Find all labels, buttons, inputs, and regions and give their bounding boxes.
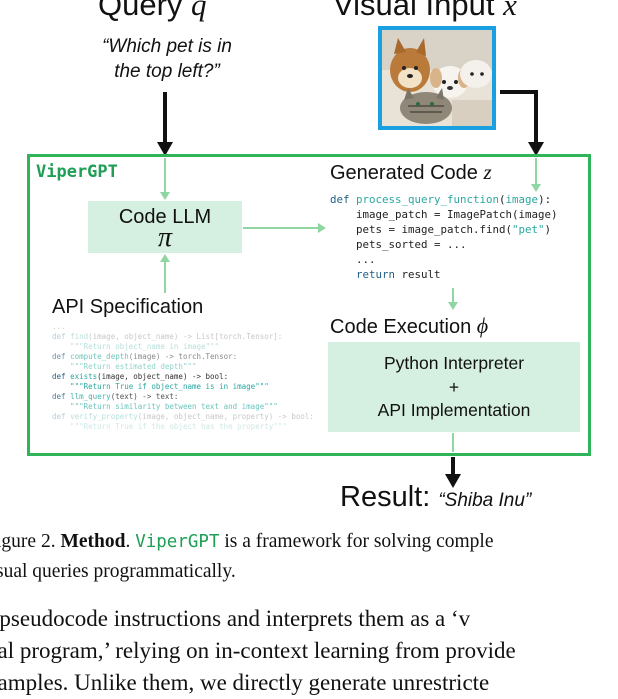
query-heading: Query q [98, 0, 207, 22]
framework-title: ViperGPT [36, 162, 118, 182]
code-line-3: pets = image_patch.find("pet") [330, 223, 552, 236]
api-spec-line: """Return True if object_name is in imag… [52, 382, 269, 391]
body-paragraph: f pseudocode instructions and interprets… [0, 606, 516, 695]
api-spec-line: def compute_depth(image) -> torch.Tensor… [52, 352, 238, 361]
vipergpt-frame [27, 154, 591, 456]
generated-code-block: def process_query_function(image): image… [330, 192, 558, 282]
generated-code-title: Generated Code z [330, 160, 492, 184]
api-spec-line: def exists(image, object_name) -> bool: [52, 372, 229, 381]
pets-illustration [382, 30, 492, 126]
code-llm-label: Code LLM [118, 206, 212, 228]
llm-to-code-arrowhead [318, 223, 326, 233]
code-line-5: ... [330, 253, 376, 266]
api-spec-line: """Return estimated depth""" [52, 362, 197, 371]
interpreter-text: Python Interpreter + API Implementation [377, 353, 531, 420]
api-spec-line: """Return similarity between text and im… [52, 402, 278, 411]
api-spec-title: API Specification [52, 296, 204, 318]
api-spec-line: def verify_property(image, object_name, … [52, 412, 314, 421]
image-arrow-black [500, 90, 538, 146]
query-arrowhead-green [160, 192, 170, 200]
interpreter-box [328, 342, 580, 432]
code-llm-box [88, 201, 242, 253]
figure-caption: igure 2. Method. ViperGPT is a framework… [0, 531, 494, 582]
api-spec-line: """Return True if the object has the pro… [52, 422, 287, 431]
query-arrowhead [157, 142, 173, 156]
api-spec-line: """Return object_name in image""" [52, 342, 220, 351]
query-text: “Which pet is in the top left?” [102, 36, 232, 82]
code-line-2: image_patch = ImagePatch(image) [330, 208, 558, 221]
result-answer: “Shiba Inu” [438, 490, 532, 511]
code-line-6: return result [356, 268, 441, 281]
result-line: Result: “Shiba Inu” [340, 481, 532, 513]
code-execution-title: Code Execution ϕ [330, 313, 489, 338]
pets-photo [378, 26, 496, 130]
visual-input-heading: Visual Input x [333, 0, 517, 22]
api-arrowhead-green [160, 254, 170, 262]
api-spec-code: ...def find(image, object_name) -> List[… [52, 322, 314, 432]
api-spec-line: def find(image, object_name) -> List[tor… [52, 332, 283, 341]
api-spec-line: def llm_query(text) -> text: [52, 392, 179, 401]
code-llm-symbol: π [157, 222, 173, 253]
code-line-4: pets_sorted = ... [330, 238, 467, 251]
code-line-1: def process_query_function(image): [330, 193, 552, 206]
image-arrowhead [528, 142, 544, 156]
result-arrowhead [445, 474, 461, 488]
api-spec-line: ... [52, 322, 66, 331]
image-arrowhead-green [531, 184, 541, 192]
code-to-exec-arrowhead [448, 302, 458, 310]
